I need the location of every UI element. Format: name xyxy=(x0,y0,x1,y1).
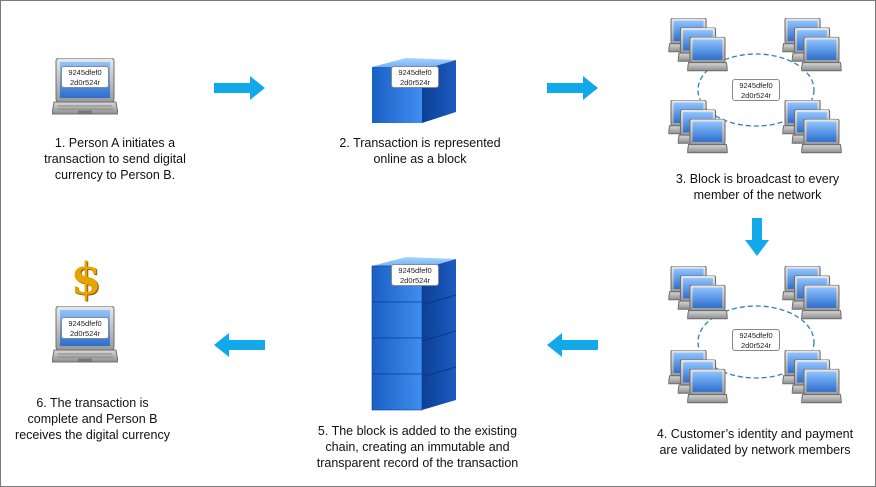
hash-line-2: 2d0r524r xyxy=(740,341,772,350)
hash-tag: 9245dfef0 2d0r524r xyxy=(391,264,439,286)
hash-line-2: 2d0r524r xyxy=(69,329,101,338)
hash-line-1: 9245dfef0 xyxy=(739,81,773,90)
hash-line-1: 9245dfef0 xyxy=(398,266,432,275)
hash-line-2: 2d0r524r xyxy=(69,78,101,87)
hash-line-1: 9245dfef0 xyxy=(739,331,773,340)
arrow-right-icon xyxy=(547,76,598,100)
arrow-down-icon xyxy=(745,218,769,256)
hash-tag: 9245dfef0 2d0r524r xyxy=(732,329,780,351)
hash-line-2: 2d0r524r xyxy=(399,78,431,87)
step-3-caption: 3. Block is broadcast to every member of… xyxy=(675,172,840,202)
step-1-caption: 1. Person A initiates a transaction to s… xyxy=(44,136,186,182)
hash-tag: 9245dfef0 2d0r524r xyxy=(61,66,109,88)
arrow-left-icon xyxy=(547,333,598,357)
hash-line-2: 2d0r524r xyxy=(399,276,431,285)
step-5-caption: 5. The block is added to the existing ch… xyxy=(316,424,519,470)
arrow-right-icon xyxy=(214,76,265,100)
hash-line-1: 9245dfef0 xyxy=(398,68,432,77)
network-top-icon xyxy=(668,18,841,153)
step-2-caption: 2. Transaction is represented online as … xyxy=(339,136,501,166)
arrow-left-icon xyxy=(214,333,265,357)
step-4-caption: 4. Customer’s identity and payment are v… xyxy=(656,427,854,457)
hash-line-1: 9245dfef0 xyxy=(68,319,102,328)
dollar-sign-icon: $ xyxy=(70,254,102,305)
hash-line-2: 2d0r524r xyxy=(740,91,772,100)
hash-tag: 9245dfef0 2d0r524r xyxy=(391,66,439,88)
step-6-caption: 6. The transaction is complete and Perso… xyxy=(15,396,170,442)
network-bottom-icon xyxy=(668,266,841,403)
hash-line-1: 9245dfef0 xyxy=(68,68,102,77)
hash-tag: 9245dfef0 2d0r524r xyxy=(732,79,780,101)
hash-tag: 9245dfef0 2d0r524r xyxy=(61,317,109,339)
